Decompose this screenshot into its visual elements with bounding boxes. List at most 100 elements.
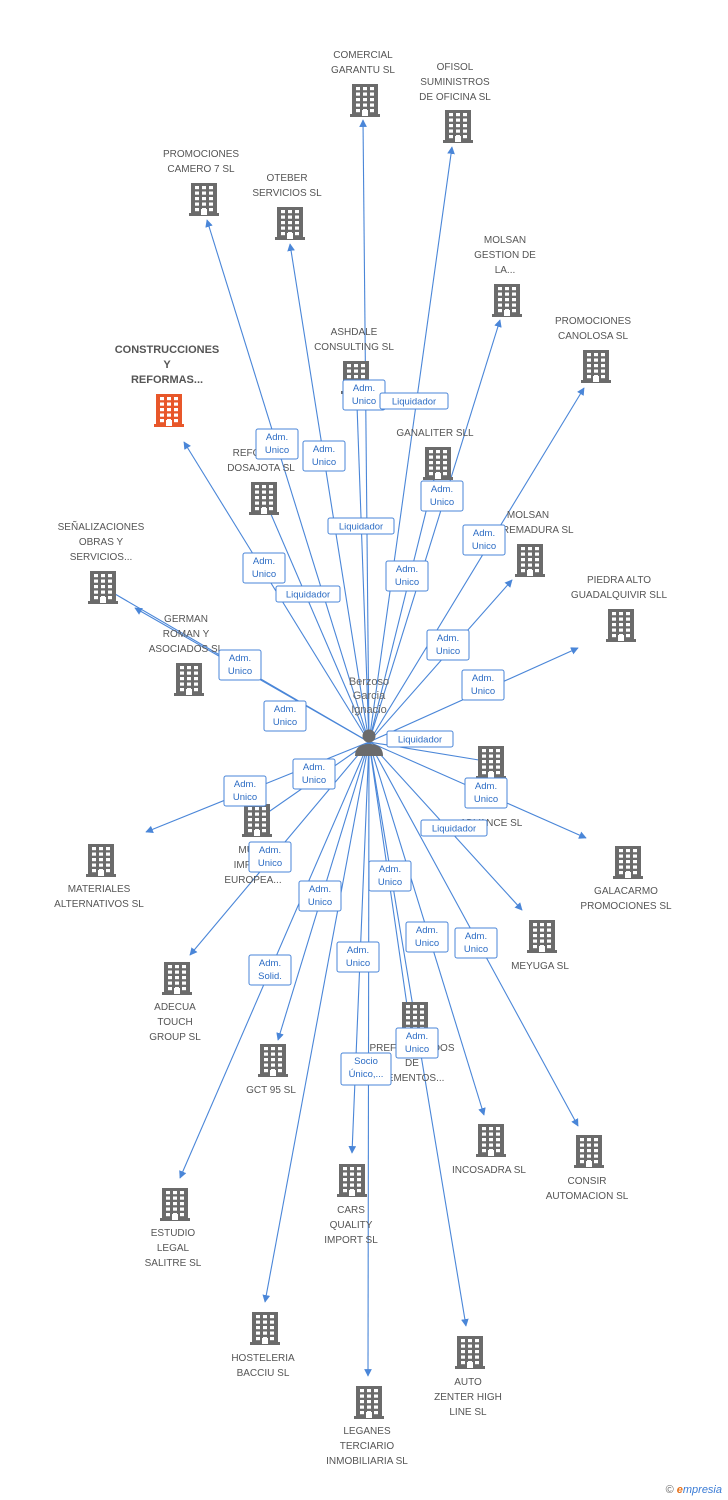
role-text: Adm.	[475, 781, 497, 792]
company-label-line: SERVICIOS SL	[252, 188, 322, 199]
role-text: Liquidador	[339, 522, 383, 533]
person-name-line: Berzoso	[349, 676, 389, 688]
edge-ofisol	[368, 146, 455, 743]
company-label-line: INCOSADRA SL	[452, 1165, 526, 1176]
role-label: Liquidador	[386, 730, 454, 748]
role-text: Unico	[233, 792, 257, 803]
company-label-line: LINE SL	[449, 1407, 487, 1418]
company-label-line: HOSTELERIA	[231, 1353, 295, 1364]
role-text: Adm.	[416, 925, 438, 936]
copyright-symbol: ©	[665, 1484, 674, 1496]
role-text: Unico	[352, 396, 376, 407]
building-icon	[258, 1044, 288, 1077]
company-label-line: ADECUA	[154, 1002, 196, 1013]
company-node-meyuga[interactable]: MEYUGA SL	[511, 920, 569, 972]
role-label: Adm.Unico	[223, 775, 267, 807]
company-node-ganaliter[interactable]: GANALITER SLL	[396, 428, 474, 480]
company-label-line: CEMENTOS...	[380, 1073, 445, 1084]
role-text: Unico	[395, 577, 419, 588]
company-label-line: INMOBILIARIA SL	[326, 1456, 408, 1467]
company-node-gct95[interactable]: GCT 95 SL	[246, 1044, 296, 1096]
company-label-line: AUTO	[454, 1377, 482, 1388]
role-text: Unico	[464, 944, 488, 955]
role-label: Adm.Unico	[461, 669, 505, 701]
role-text: Unico	[312, 457, 336, 468]
role-label: Adm.Unico	[420, 480, 464, 512]
role-label: Adm.Unico	[385, 560, 429, 592]
role-label: Liquidador	[379, 392, 449, 410]
company-label-line: SUMINISTROS	[420, 77, 490, 88]
company-label-line: ADVANCE SL	[460, 818, 523, 829]
role-label: Liquidador	[420, 819, 488, 837]
company-label-line: TERCIARIO	[340, 1441, 395, 1452]
edge-oteber	[287, 243, 370, 743]
edge-ashdale	[355, 376, 370, 743]
role-label: Adm.Unico	[454, 927, 498, 959]
role-text: Liquidador	[398, 735, 442, 746]
company-label-line: CANOLOSA SL	[558, 331, 628, 342]
role-text: Unico	[405, 1044, 429, 1055]
company-label-line: DE	[405, 1058, 419, 1069]
role-text: Unico	[252, 569, 276, 580]
company-node-incosadra[interactable]: INCOSADRA SL	[452, 1124, 526, 1176]
company-label-line: GARANTU SL	[331, 65, 395, 76]
edge-molsan-gestion	[368, 319, 502, 743]
building-icon	[242, 804, 272, 837]
company-label-line: GUADALQUIVIR SLL	[571, 590, 668, 601]
edge-hosteleria	[262, 741, 370, 1303]
role-label: Adm.Unico	[292, 758, 336, 790]
building-icon	[423, 447, 453, 480]
role-label: Adm.Unico	[342, 379, 386, 411]
company-label-line: SEÑALIZACIONES	[58, 520, 145, 533]
brand-name: mpresia	[682, 1484, 722, 1496]
role-text: Unico	[472, 541, 496, 552]
role-label: Adm.Unico	[255, 428, 299, 460]
building-icon	[160, 1188, 190, 1221]
role-text: Adm.	[379, 864, 401, 875]
role-text: Adm.	[473, 528, 495, 539]
role-text: Adm.	[266, 432, 288, 443]
role-label: Adm.Solid.	[248, 954, 292, 986]
company-node-construcciones[interactable]: CONSTRUCCIONESYREFORMAS...	[115, 344, 220, 427]
role-text: Unico	[302, 775, 326, 786]
role-label: Adm.Unico	[248, 841, 292, 873]
company-label-line: REFORMAS...	[131, 374, 203, 386]
role-text: Liquidador	[392, 397, 436, 408]
role-label: Adm.Unico	[395, 1027, 439, 1059]
edge-reformas-dosajota	[263, 497, 370, 743]
role-text: Único,...	[349, 1069, 384, 1080]
building-icon	[606, 609, 636, 642]
role-text: Unico	[436, 646, 460, 657]
company-label-line: GANALITER SLL	[396, 428, 474, 439]
role-text: Adm.	[472, 673, 494, 684]
main-building-icon	[154, 394, 184, 427]
building-icon	[613, 846, 643, 879]
role-text: Liquidador	[432, 824, 476, 835]
building-icon	[354, 1386, 384, 1419]
role-text: Socio	[354, 1056, 378, 1067]
company-label-line: MATERIALES	[68, 884, 131, 895]
role-label: Adm. Unico	[462, 524, 506, 556]
role-label: Adm.Unico	[368, 860, 412, 892]
